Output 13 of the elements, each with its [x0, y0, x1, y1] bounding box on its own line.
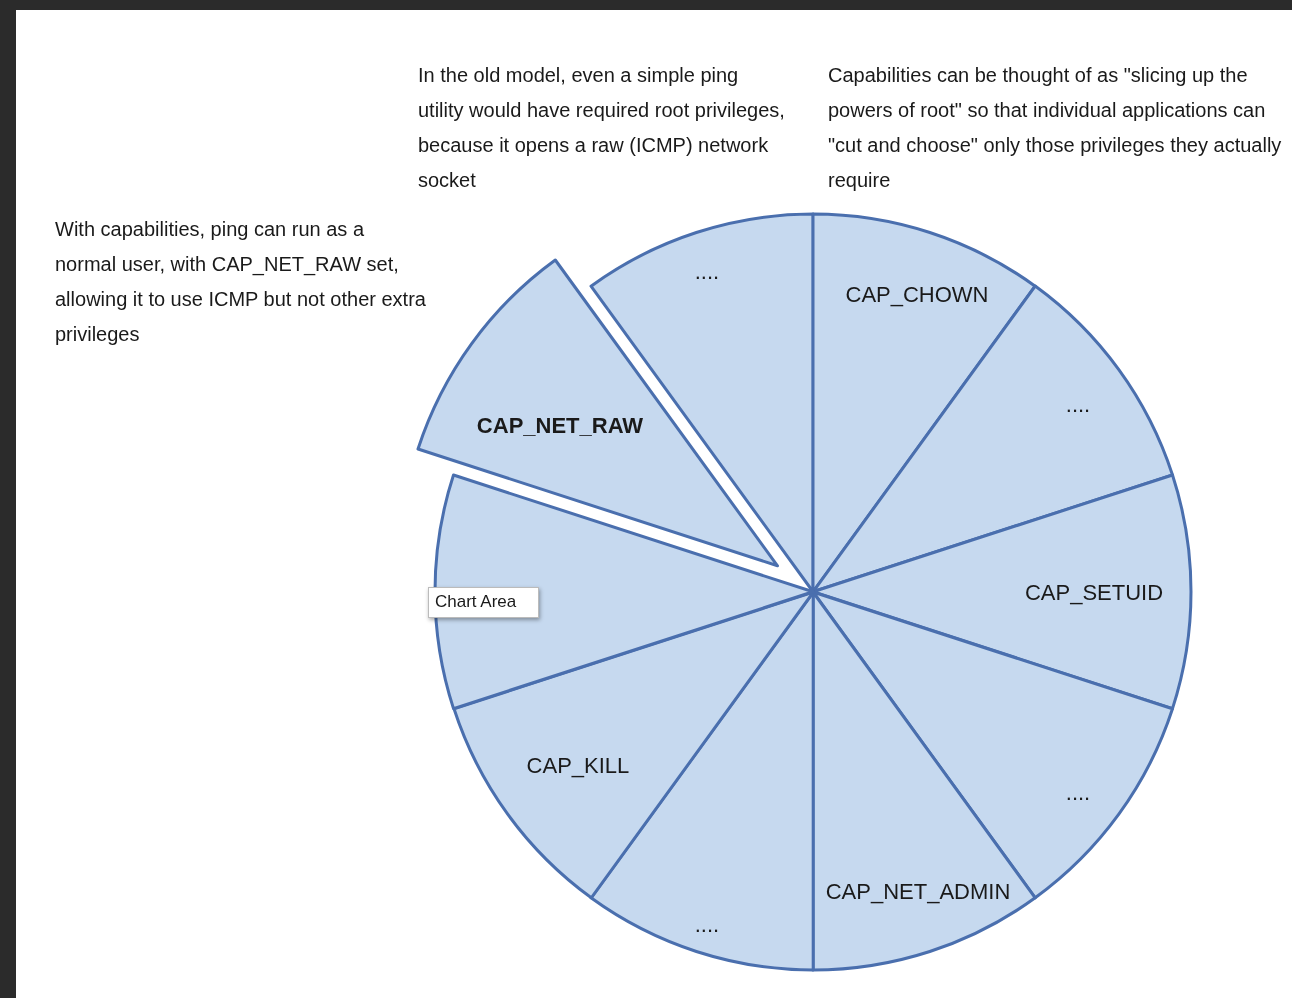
slice-label: ....	[694, 912, 720, 938]
slice-label: CAP_SETUID	[1024, 580, 1164, 606]
slice-label: ....	[1065, 780, 1091, 806]
annotation-text: With capabilities, ping can run as a normal user, with CAP_NET_RAW set, allowing it to use ICMP but not other extra privileges	[55, 217, 427, 347]
slice-label: ....	[1065, 392, 1091, 418]
tooltip: Chart Area	[428, 587, 539, 618]
slice-label: CAP_KILL	[526, 753, 630, 779]
annotation-text: In the old model, even a simple ping utility would have required root privileges, because it opens a raw (ICMP) network socket	[418, 63, 786, 193]
slice-label: CAP_NET_RAW	[476, 413, 644, 439]
annotation-text: Capabilities can be thought of as "slicing up the powers of root" so that individual applications can "cut and choose" only those privileges they actually require	[828, 63, 1283, 193]
slice-label: CAP_CHOWN	[845, 282, 989, 308]
slice-label: CAP_NET_ADMIN	[825, 879, 1011, 905]
slice-label: ....	[694, 259, 720, 285]
